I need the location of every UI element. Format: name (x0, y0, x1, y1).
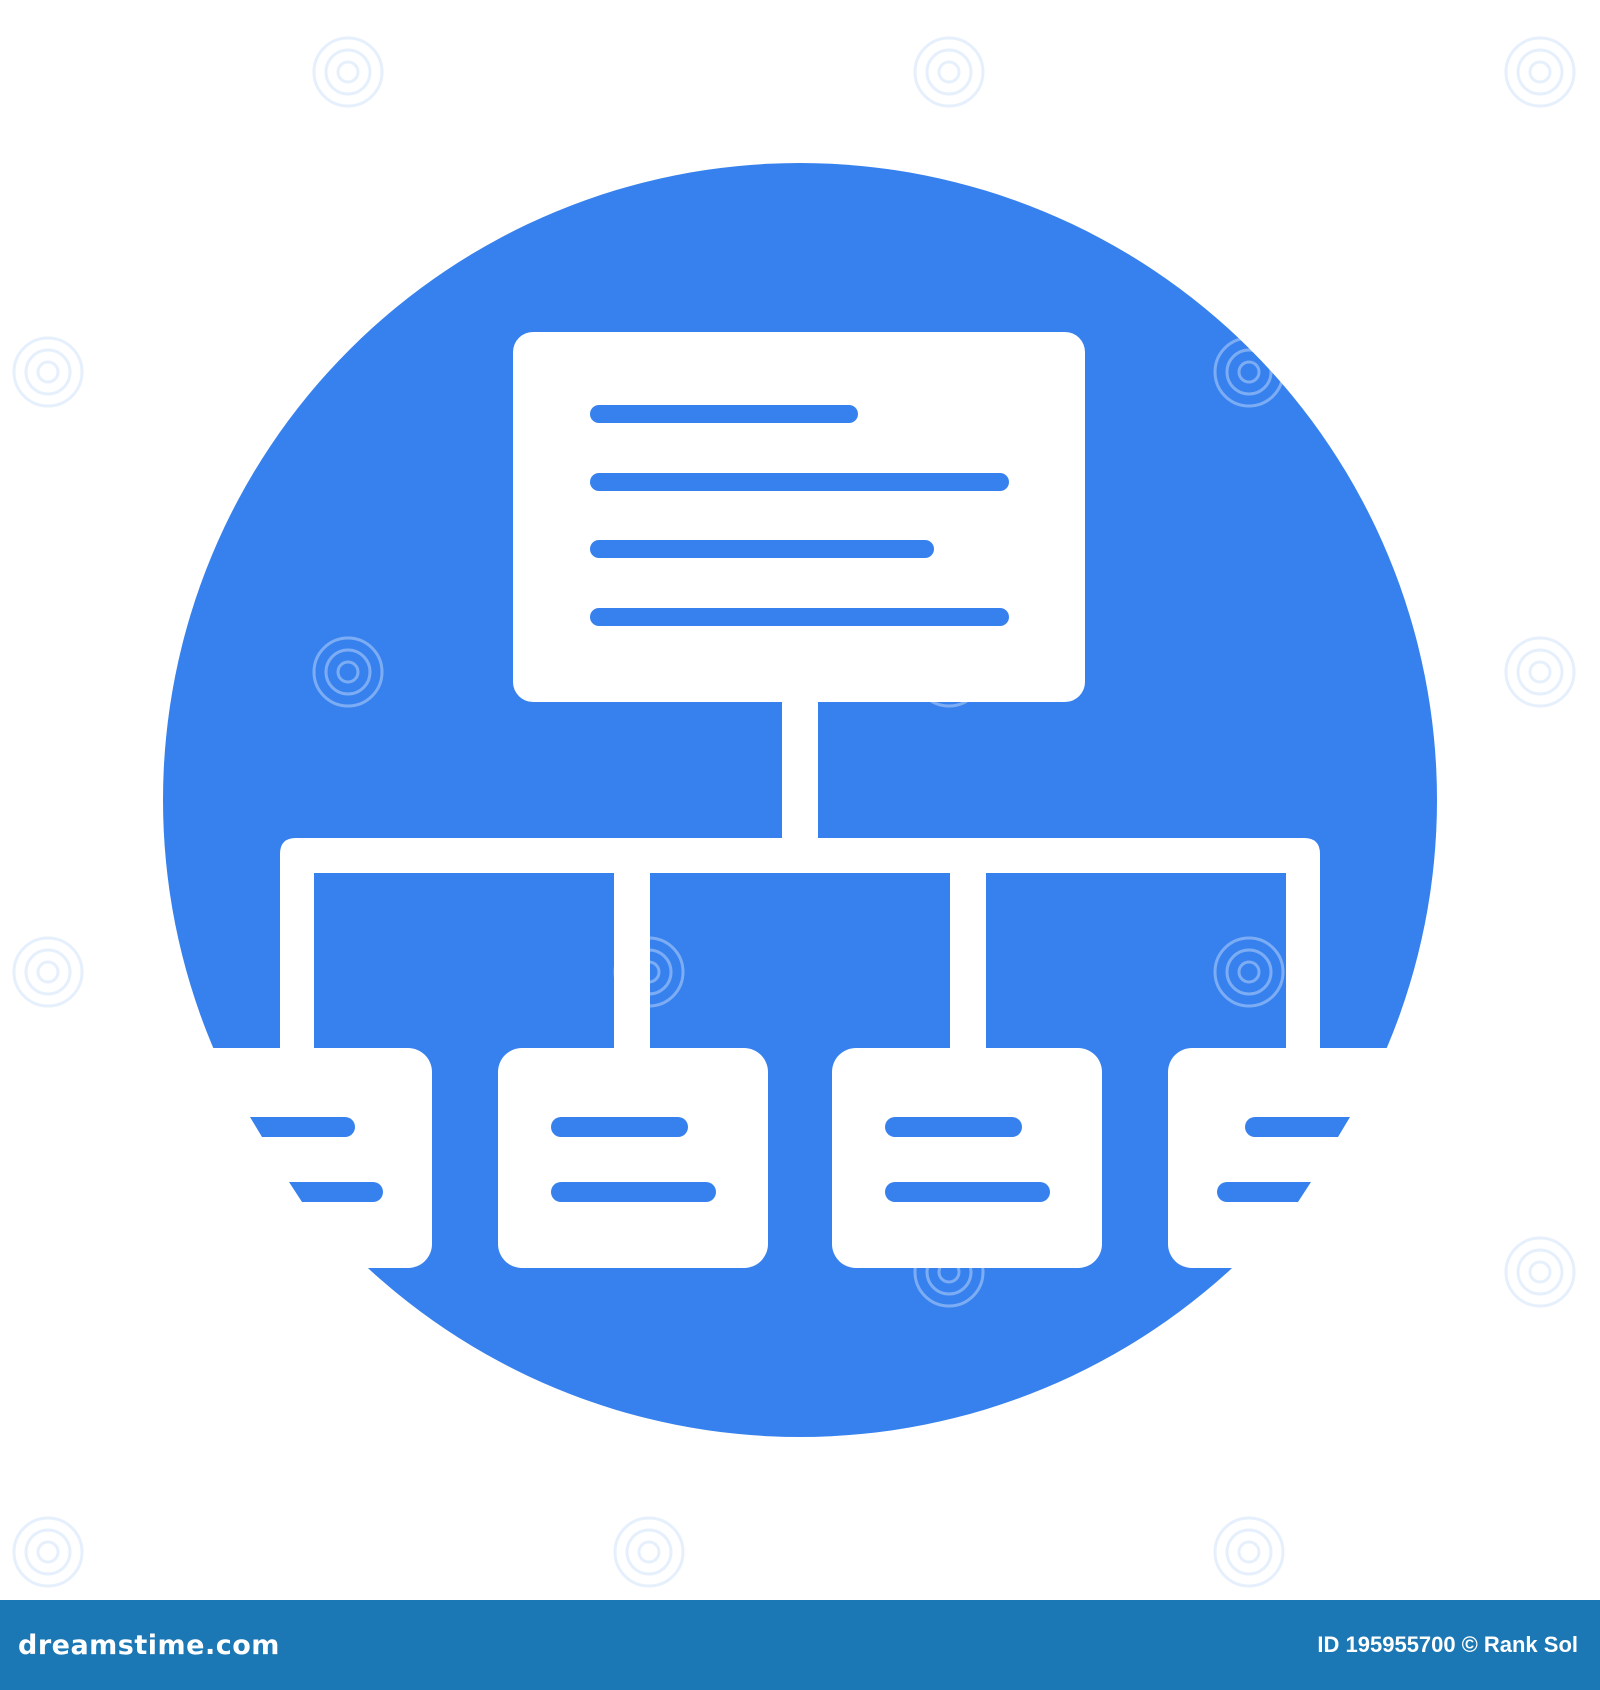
org-chart-icon (12, 36, 1576, 1588)
child-card-3 (832, 1048, 1102, 1268)
brand-logo: dreamstime.com (18, 1630, 280, 1661)
watermark-pattern-outer (12, 36, 1576, 1588)
image-credit: ID 195955700 © Rank Sol (1317, 1632, 1578, 1658)
author-name: Rank Sol (1483, 1632, 1578, 1657)
connector-lines (280, 700, 1320, 1048)
image-id: ID 195955700 (1317, 1632, 1456, 1657)
child-card-1 (150, 1048, 432, 1268)
child-card-2 (498, 1048, 768, 1268)
brand-name: dreamstime.com (18, 1629, 280, 1661)
copyright-icon: © (1461, 1632, 1478, 1657)
footer-bar: dreamstime.com ID 195955700 © Rank Sol (0, 1600, 1600, 1690)
watermark-pattern (312, 336, 1285, 1308)
root-card (513, 332, 1085, 702)
child-card-4 (1168, 1048, 1450, 1268)
